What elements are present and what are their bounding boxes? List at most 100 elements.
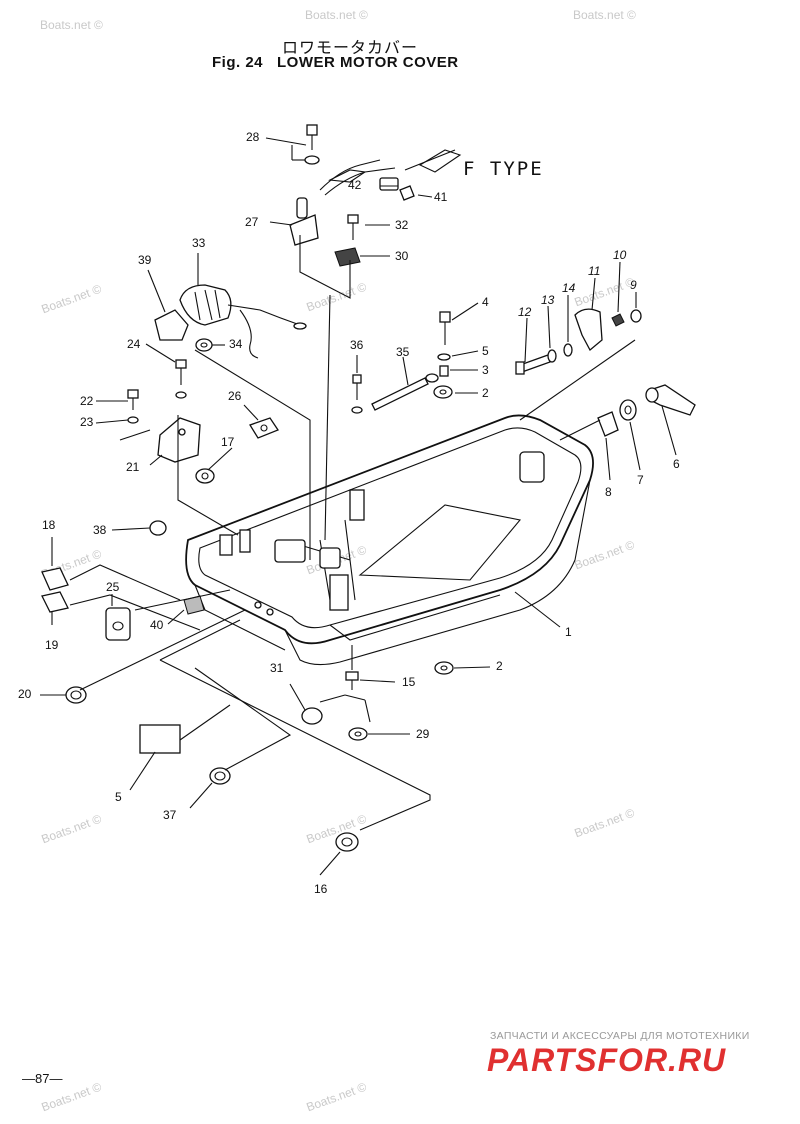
part-bracket-22: [157, 417, 201, 463]
part-bolt-4: [439, 311, 451, 345]
callout-4: 4: [482, 295, 489, 309]
part-handle-7: [645, 384, 696, 416]
callout-22: 21: [126, 460, 140, 474]
part-bolt-29: [304, 124, 320, 165]
part-label-6: [139, 724, 181, 754]
callout-41: 40: [150, 618, 164, 632]
part-grommet-39: [149, 520, 167, 536]
part-grommet-2a: [433, 385, 453, 399]
advertiser-logo: PARTSFOR.RU: [487, 1042, 727, 1078]
callout-2-lower: 2: [496, 659, 503, 673]
callout-14: 13: [541, 293, 555, 307]
part-plug-32: [301, 707, 323, 725]
part-collar-3: [439, 365, 449, 377]
part-nut-11: [611, 313, 625, 327]
callout-6: 5: [115, 790, 122, 804]
figure-name: LOWER MOTOR COVER: [277, 54, 459, 71]
callout-38: 37: [163, 808, 177, 822]
part-bolt-13: [515, 354, 551, 375]
part-bolt-37: [351, 374, 363, 414]
callout-10: 9: [630, 278, 637, 292]
callout-1: 1: [565, 625, 572, 639]
callout-3: 3: [482, 363, 489, 377]
part-washer-10: [630, 309, 642, 323]
callout-37: 36: [350, 338, 364, 352]
callout-5: 5: [482, 344, 489, 358]
part-bracket-40: [154, 309, 189, 341]
callout-25: 24: [127, 337, 141, 351]
watermark: Boats.net ©: [573, 8, 636, 22]
part-rod-36: [371, 373, 439, 411]
part-plug-21: [65, 686, 87, 704]
page-number: —87—: [22, 1071, 63, 1086]
part-collar-9: [597, 411, 619, 437]
callout-24: 23: [80, 415, 94, 429]
part-clip-20: [41, 591, 69, 613]
part-grommet-27: [249, 417, 279, 439]
callout-18: 17: [221, 435, 235, 449]
callout-21: 20: [18, 687, 32, 701]
figure-title-japanese: ロワモータカバー: [281, 38, 418, 57]
callout-8: 7: [637, 473, 644, 487]
callout-7: 6: [673, 457, 680, 471]
callout-28: 27: [245, 215, 259, 229]
callout-16: 15: [402, 675, 416, 689]
part-washer-15: [563, 343, 573, 357]
callout-19: 18: [42, 518, 56, 532]
part-plug-17: [335, 832, 359, 852]
figure-title: Fig. 24 LOWER MOTOR COVER: [212, 54, 473, 71]
part-bolt-25: [175, 359, 187, 399]
part-screw-33: [347, 214, 359, 240]
callout-20: 19: [45, 638, 59, 652]
callout-30: 29: [416, 727, 430, 741]
callout-36: 35: [396, 345, 410, 359]
variant-label: F TYPE: [463, 158, 544, 180]
part-bolt-23: [127, 389, 139, 424]
callout-34: 33: [192, 236, 206, 250]
part-clip-19: [41, 567, 69, 591]
part-connector-43: [379, 177, 399, 191]
part-wire-harness: [319, 149, 462, 196]
part-lever-12: [574, 308, 603, 352]
part-horn-34: [179, 284, 307, 359]
part-plug-38: [209, 767, 231, 785]
callout-42: 41: [434, 190, 448, 204]
callout-29: 28: [246, 130, 260, 144]
advertiser-tagline: ЗАПЧАСТИ И АКСЕССУАРЫ ДЛЯ МОТОТЕХНИКИ: [490, 1030, 750, 1042]
callout-40: 39: [138, 253, 152, 267]
part-collar-18: [195, 468, 215, 484]
callout-35: 34: [229, 337, 243, 351]
part-grommet-30: [348, 727, 368, 741]
figure-number: Fig. 24: [212, 54, 264, 71]
watermark: Boats.net ©: [305, 8, 368, 22]
callout-33: 32: [395, 218, 409, 232]
assembly-guides: [69, 235, 636, 831]
part-seal-8: [619, 399, 637, 421]
part-washer-5: [437, 353, 451, 361]
callout-15: 14: [562, 281, 576, 295]
callout-2-upper: 2: [482, 386, 489, 400]
callout-32: 31: [270, 661, 284, 675]
callout-17: 16: [314, 882, 328, 896]
part-washer-14: [547, 349, 557, 363]
callout-12: 11: [588, 264, 601, 278]
part-switch-28: [289, 197, 319, 246]
callout-13: 12: [518, 305, 532, 319]
callout-23: 22: [80, 394, 94, 408]
callout-27: 26: [228, 389, 242, 403]
callout-11: 10: [613, 248, 627, 262]
leader-lines: [40, 137, 677, 876]
watermark: Boats.net ©: [40, 18, 103, 32]
callout-31: 30: [395, 249, 409, 263]
callout-43: 42: [348, 178, 362, 192]
callout-26: 25: [106, 580, 120, 594]
part-grommet-35: [195, 338, 213, 352]
part-plate-26: [105, 607, 131, 641]
part-grommet-2b: [434, 661, 454, 675]
part-plate-31: [334, 247, 361, 267]
part-screw-16: [345, 671, 359, 690]
lower-cover-drawing: [185, 414, 594, 666]
callout-9: 8: [605, 485, 612, 499]
